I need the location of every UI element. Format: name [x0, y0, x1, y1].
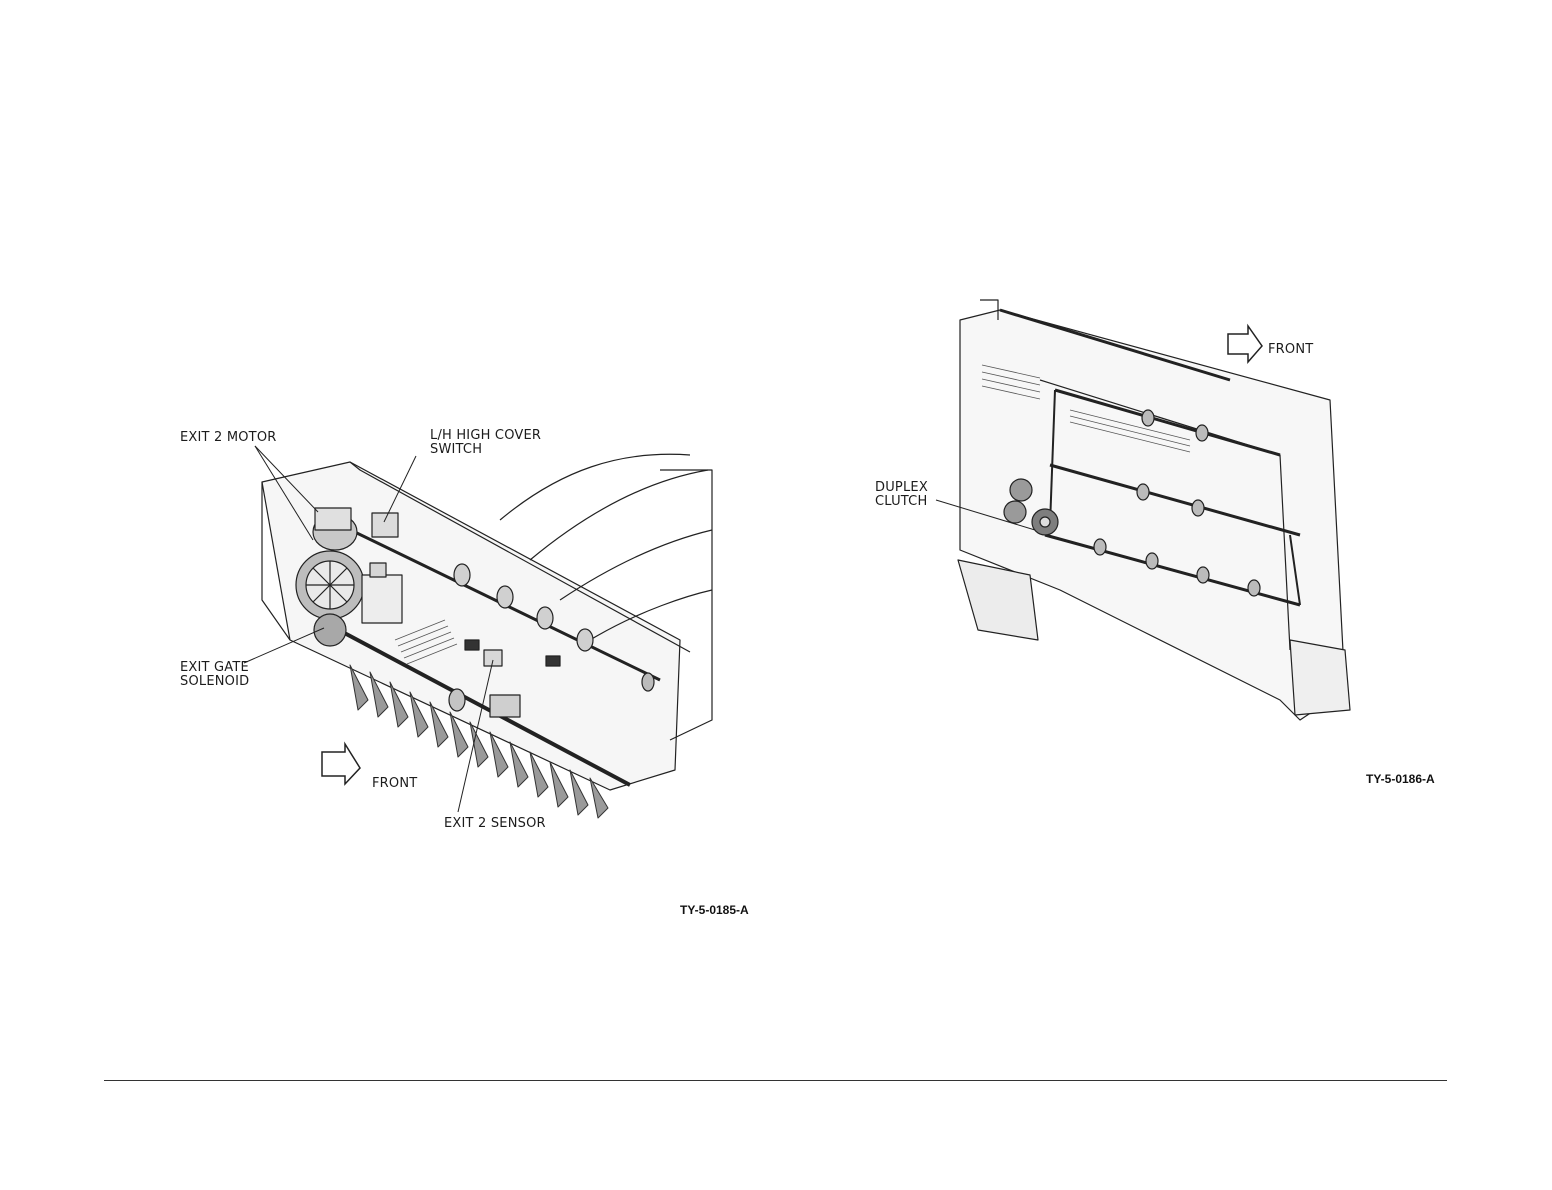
label-lh-high-cover-switch-2: SWITCH: [430, 442, 482, 457]
footer-rule: [104, 1080, 1447, 1081]
label-exit-gate-solenoid-2: SOLENOID: [180, 674, 249, 689]
label-exit-gate-solenoid-1: EXIT GATE: [180, 660, 249, 675]
label-lh-high-cover-switch-1: L/H HIGH COVER: [430, 428, 541, 443]
label-exit2-motor: EXIT 2 MOTOR: [180, 430, 277, 445]
label-exit2-sensor: EXIT 2 SENSOR: [444, 816, 546, 831]
front-arrow-right-shape: [1228, 326, 1262, 362]
label-front-right: FRONT: [1268, 342, 1313, 357]
figure-id-right: TY-5-0186-A: [1366, 772, 1435, 786]
label-duplex-clutch-1: DUPLEX: [875, 480, 928, 495]
label-front-left: FRONT: [372, 776, 417, 791]
label-duplex-clutch-2: CLUTCH: [875, 494, 927, 509]
figure-id-left: TY-5-0185-A: [680, 903, 749, 917]
